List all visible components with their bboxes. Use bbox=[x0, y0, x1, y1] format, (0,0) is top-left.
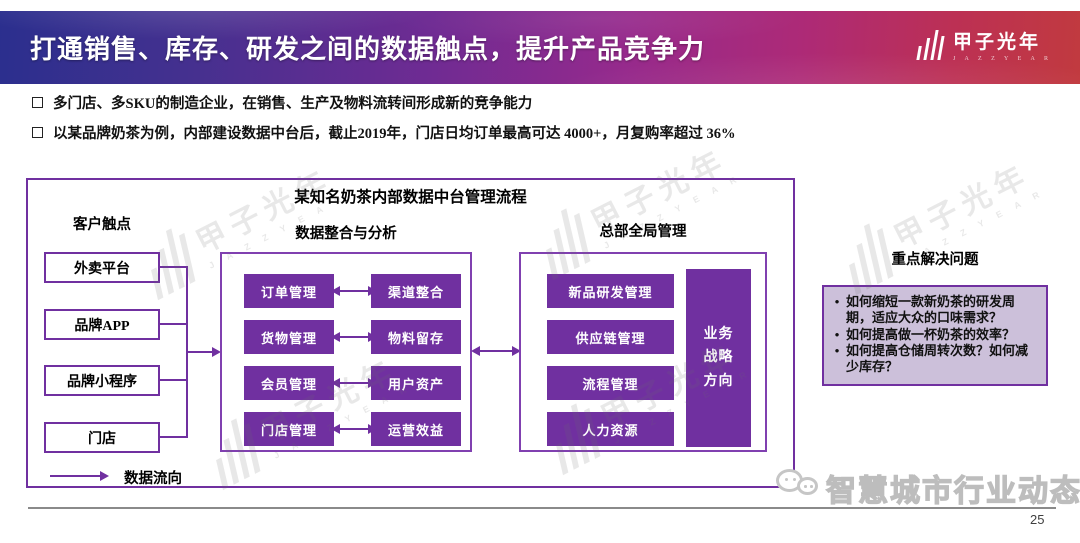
wechat-icon bbox=[776, 466, 824, 506]
hq-box-human-resources: 人力资源 bbox=[547, 412, 674, 446]
module-box-operation-benefit: 运营效益 bbox=[371, 412, 461, 446]
touchpoint-box-store: 门店 bbox=[44, 422, 160, 453]
question-item: • 如何提高仓储周转次数？如何减少库存？ bbox=[828, 343, 1038, 376]
hq-box-process-mgmt: 流程管理 bbox=[547, 366, 674, 400]
key-point-row: 多门店、多SKU的制造企业，在销售、生产及物料流转间形成新的竞争能力 bbox=[32, 92, 736, 113]
connector-line bbox=[160, 436, 188, 438]
legend-label: 数据流向 bbox=[124, 471, 182, 487]
connector-line bbox=[160, 266, 188, 268]
hq-box-supply-chain: 供应链管理 bbox=[547, 320, 674, 354]
watermark-text: 甲子光年 bbox=[889, 158, 1037, 255]
question-text: 如何缩短一款新奶茶的研发周期，适应大众的口味需求？ bbox=[846, 294, 1016, 326]
bullet-dot-icon: • bbox=[834, 294, 840, 309]
page-number: 25 bbox=[1030, 512, 1045, 527]
module-box-store-mgmt: 门店管理 bbox=[244, 412, 334, 446]
key-point-row: 以某品牌奶茶为例，内部建设数据中台后，截止2019年，门店日均订单最高可达 40… bbox=[32, 122, 736, 143]
key-point-text: 多门店、多SKU的制造企业，在销售、生产及物料流转间形成新的竞争能力 bbox=[53, 96, 533, 112]
diagram-title: 某知名奶茶内部数据中台管理流程 bbox=[294, 189, 527, 206]
jazzyear-logo: 甲子光年 J A Z Z Y E A R bbox=[916, 27, 1052, 62]
sidebar-title: 重点解决问题 bbox=[891, 252, 979, 268]
flow-arrow-to-middle bbox=[186, 351, 212, 353]
key-points: 多门店、多SKU的制造企业，在销售、生产及物料流转间形成新的竞争能力 以某品牌奶… bbox=[32, 92, 736, 152]
column-header-hq-management: 总部全局管理 bbox=[599, 224, 687, 240]
connector-line bbox=[160, 379, 188, 381]
double-arrow bbox=[340, 290, 368, 292]
key-questions-box: • 如何缩短一款新奶茶的研发周期，适应大众的口味需求？ • 如何提高做一杯奶茶的… bbox=[822, 285, 1048, 386]
channel-brand-watermark: 智慧城市行业动态 bbox=[825, 474, 1080, 508]
double-arrow-containers bbox=[480, 350, 512, 352]
column-header-customer-touchpoints: 客户触点 bbox=[73, 217, 131, 233]
footer-divider bbox=[28, 507, 1056, 509]
bullet-dot-icon: • bbox=[834, 326, 840, 342]
key-point-text: 以某品牌奶茶为例，内部建设数据中台后，截止2019年，门店日均订单最高可达 40… bbox=[53, 126, 736, 142]
checkbox-square-icon bbox=[32, 97, 43, 108]
legend-arrow-icon bbox=[50, 475, 100, 477]
touchpoint-box-mini-program: 品牌小程序 bbox=[44, 365, 160, 396]
touchpoint-box-brand-app: 品牌APP bbox=[44, 309, 160, 340]
slide-header-banner: 打通销售、库存、研发之间的数据触点，提升产品竞争力 甲子光年 J A Z Z Y… bbox=[0, 11, 1080, 84]
module-box-order-mgmt: 订单管理 bbox=[244, 274, 334, 308]
double-arrow bbox=[340, 428, 368, 430]
logo-bars-icon bbox=[916, 29, 945, 60]
process-diagram: 某知名奶茶内部数据中台管理流程 客户触点 数据整合与分析 总部全局管理 外卖平台… bbox=[26, 178, 795, 488]
logo-text: 甲子光年 bbox=[952, 32, 1041, 53]
logo-subtext: J A Z Z Y E A R bbox=[952, 56, 1052, 62]
bullet-dot-icon: • bbox=[834, 342, 840, 358]
connector-line bbox=[160, 323, 188, 325]
module-box-goods-mgmt: 货物管理 bbox=[244, 320, 334, 354]
data-integration-container: 订单管理 渠道整合 货物管理 物料留存 会员管理 用户资产 门店管理 运营效益 bbox=[220, 252, 472, 452]
module-box-channel-integration: 渠道整合 bbox=[371, 274, 461, 308]
module-box-material-retention: 物料留存 bbox=[371, 320, 461, 354]
hq-management-container: 新品研发管理 供应链管理 流程管理 人力资源 业务战略方向 bbox=[519, 252, 767, 452]
hq-box-business-strategy: 业务战略方向 bbox=[686, 269, 751, 447]
module-box-member-mgmt: 会员管理 bbox=[244, 366, 334, 400]
question-text: 如何提高仓储周转次数？如何减少库存？ bbox=[846, 342, 1029, 374]
jazzyear-watermark: 甲子光年 J A Z Z Y E A R bbox=[836, 146, 1047, 296]
slide-title: 打通销售、库存、研发之间的数据触点，提升产品竞争力 bbox=[30, 35, 706, 64]
hq-box-new-product-rd: 新品研发管理 bbox=[547, 274, 674, 308]
double-arrow bbox=[340, 382, 368, 384]
checkbox-square-icon bbox=[32, 127, 43, 138]
logo-text-group: 甲子光年 J A Z Z Y E A R bbox=[953, 27, 1052, 62]
double-arrow bbox=[340, 336, 368, 338]
column-header-data-integration: 数据整合与分析 bbox=[295, 226, 397, 242]
chat-bubble-small-icon bbox=[797, 477, 818, 495]
question-item: • 如何提高做一杯奶茶的效率？ bbox=[828, 327, 1038, 343]
touchpoint-box-delivery-platform: 外卖平台 bbox=[44, 252, 160, 283]
module-box-user-assets: 用户资产 bbox=[371, 366, 461, 400]
hq-box-business-strategy-label: 业务战略方向 bbox=[703, 327, 734, 389]
question-text: 如何提高做一杯奶茶的效率？ bbox=[846, 326, 1016, 342]
question-item: • 如何缩短一款新奶茶的研发周期，适应大众的口味需求？ bbox=[828, 294, 1038, 327]
